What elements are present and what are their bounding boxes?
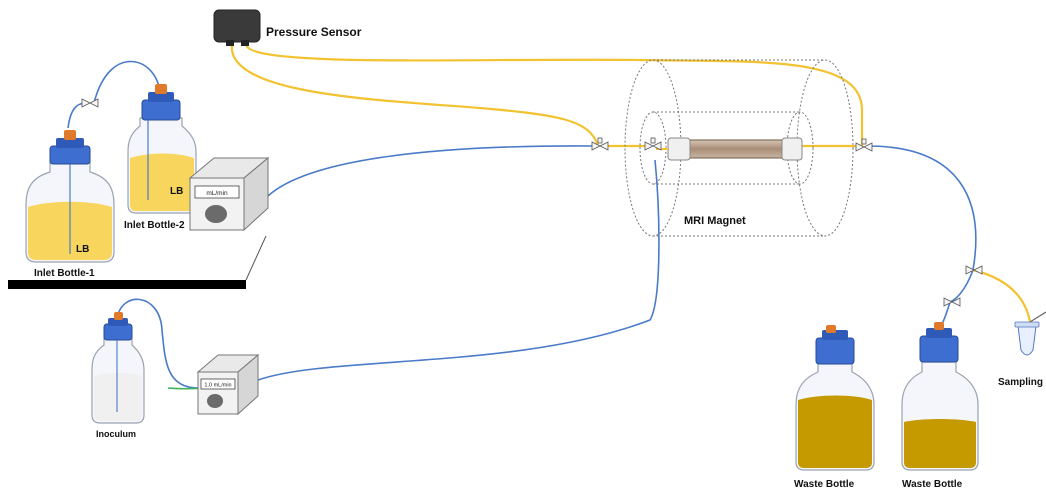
valve-outlet — [855, 138, 873, 152]
pump-2: 1.0 mL/min — [196, 353, 260, 416]
waste-2-port — [934, 322, 944, 330]
gas-lines — [230, 43, 1032, 323]
bottle-2-valve-port — [155, 84, 167, 94]
waste-bottle-1: Waste Bottle — [794, 325, 875, 490]
mri-magnet-label: MRI Magnet — [684, 215, 746, 227]
inlet-bottle-2: LB Inlet Bottle-2 — [124, 84, 197, 231]
shelf-bar — [8, 280, 246, 289]
column-body — [687, 139, 785, 159]
liquid-lines — [67, 60, 977, 389]
bottle-2-cap-top — [148, 92, 174, 102]
valve-column-inlet — [644, 137, 662, 151]
pump-1-display-text: mL/min — [206, 190, 228, 197]
table-shelf — [8, 235, 267, 289]
inlet-bottle-1-label: Inlet Bottle-1 — [34, 268, 95, 279]
waste-2-liquid — [904, 419, 976, 468]
inoculum-cap-top — [108, 318, 128, 326]
valve-bottle-link — [81, 98, 99, 108]
sampling-tube-rim — [1014, 321, 1040, 328]
waste-bottle-1-label: Waste Bottle — [794, 479, 855, 490]
valve-sampling-lower — [943, 297, 961, 307]
bottle-1-cap-top — [56, 138, 84, 148]
bottle-1-cap — [49, 145, 91, 165]
sampling-tube-body — [1017, 325, 1037, 356]
liquid-line-pump2-to-column — [257, 159, 660, 381]
waste-1-port — [826, 325, 836, 333]
pressure-sensor-label: Pressure Sensor — [266, 25, 362, 39]
mri-bore-back — [796, 59, 854, 237]
flow-column — [656, 137, 803, 161]
liquid-line-pump1-to-column — [267, 145, 593, 197]
sampling-needle — [1029, 311, 1046, 323]
inlet-bottle-2-label: Inlet Bottle-2 — [124, 220, 185, 231]
column-end-cap-left — [667, 137, 691, 161]
pump-1-knob — [205, 205, 227, 223]
pump-2-knob — [207, 394, 223, 408]
valve-sampling-upper — [965, 265, 983, 275]
inoculum-liquid — [94, 373, 142, 421]
bottle-2-cap — [141, 99, 181, 121]
waste-2-cap-top — [926, 328, 952, 338]
sampling-label: Sampling — [998, 377, 1043, 388]
pump-2-display-text: 1.0 mL/min — [204, 383, 231, 389]
waste-1-cap — [815, 337, 855, 365]
waste-bottle-2: Waste Bottle — [901, 322, 979, 490]
waste-bottle-2-label: Waste Bottle — [902, 479, 963, 490]
waste-1-liquid — [798, 395, 872, 468]
inoculum-cap — [103, 323, 133, 341]
inoculum-bottle: Inoculum — [91, 312, 145, 439]
pump-2-display — [200, 378, 236, 390]
pressure-sensor-port-left — [226, 40, 234, 46]
pump-2-front-face — [197, 371, 239, 415]
bottle-1-lb-label: LB — [76, 244, 89, 255]
bottle-2-lb-label: LB — [170, 186, 183, 197]
pressure-sensor-port-right — [241, 40, 249, 46]
valve-inlet-gas — [591, 137, 609, 151]
pressure-sensor: Pressure Sensor — [213, 9, 362, 46]
inlet-bottle-1: LB Inlet Bottle-1 — [25, 130, 115, 279]
inoculum-label: Inoculum — [96, 429, 136, 439]
pump-1-display — [194, 185, 240, 199]
gas-line-sensor-to-inlet — [230, 43, 600, 147]
pressure-sensor-body — [213, 9, 261, 43]
shelf-leg — [245, 235, 267, 281]
waste-2-cap — [919, 335, 959, 363]
column-end-cap-right — [781, 137, 803, 161]
gas-line-sampling — [972, 268, 1032, 323]
inoculum-valve-port — [114, 312, 123, 320]
bottle-2-medium — [130, 153, 194, 211]
gas-line-sensor-to-outlet — [244, 43, 864, 146]
valves — [81, 98, 983, 307]
liquid-line-outlet-to-waste — [867, 145, 977, 303]
pump-1: mL/min — [188, 156, 270, 232]
bottle-1-valve-port — [64, 130, 76, 140]
sampling-tube: Sampling — [998, 311, 1046, 388]
liquid-line-inoculum-feed — [116, 298, 199, 389]
